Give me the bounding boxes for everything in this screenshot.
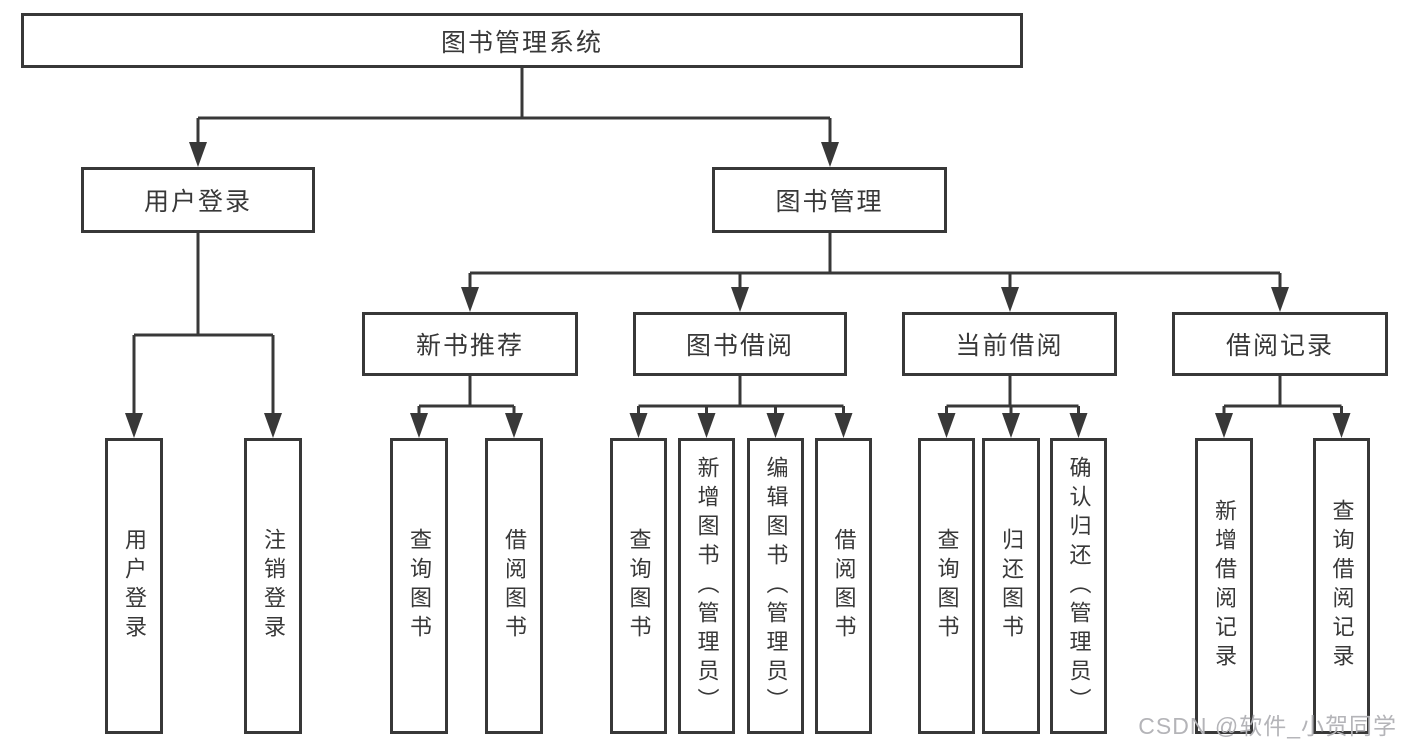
node-user-login: 用户登录 xyxy=(81,167,315,233)
leaf-return-books: 归还图书 xyxy=(982,438,1040,734)
leaf-confirm-return-admin: 确认归还（管理员） xyxy=(1050,438,1107,734)
leaf-borrow-books-borrowing-label: 借阅图书 xyxy=(831,528,857,644)
arrowhead-icon xyxy=(731,287,749,312)
leaf-borrow-books-borrowing: 借阅图书 xyxy=(815,438,872,734)
node-root: 图书管理系统 xyxy=(21,13,1023,68)
arrowhead-icon xyxy=(697,413,716,438)
arrowhead-icon xyxy=(1002,413,1020,438)
arrowhead-icon xyxy=(834,413,853,438)
leaf-user-login-label: 用户登录 xyxy=(122,528,147,644)
arrowhead-icon xyxy=(1215,413,1233,438)
arrowhead-icon xyxy=(821,142,839,167)
leaf-query-books-current-label: 查询图书 xyxy=(934,528,960,644)
leaf-confirm-return-admin-label: 确认归还（管理员） xyxy=(1066,455,1092,717)
node-borrowing-records: 借阅记录 xyxy=(1172,312,1388,376)
leaf-query-books-current: 查询图书 xyxy=(918,438,975,734)
leaf-query-borrow-record: 查询借阅记录 xyxy=(1313,438,1370,734)
arrowhead-icon xyxy=(264,413,282,438)
arrowhead-icon xyxy=(189,142,207,167)
leaf-borrow-books-recommend-label: 借阅图书 xyxy=(502,528,527,644)
leaf-query-books-borrowing-label: 查询图书 xyxy=(626,528,652,644)
node-root-label: 图书管理系统 xyxy=(440,28,603,57)
leaf-query-books-borrowing: 查询图书 xyxy=(610,438,667,734)
leaf-logout-label: 注销登录 xyxy=(261,528,286,644)
node-new-book-recommendation-label: 新书推荐 xyxy=(415,332,524,360)
node-current-borrowing: 当前借阅 xyxy=(902,312,1117,376)
arrowhead-icon xyxy=(629,413,648,438)
node-new-book-recommendation: 新书推荐 xyxy=(362,312,578,376)
leaf-query-books-recommend-label: 查询图书 xyxy=(407,528,432,644)
node-borrowing-records-label: 借阅记录 xyxy=(1225,332,1334,360)
leaf-borrow-books-recommend: 借阅图书 xyxy=(485,438,543,734)
node-user-login-label: 用户登录 xyxy=(143,188,252,216)
leaf-edit-books-admin-label: 编辑图书（管理员） xyxy=(763,455,789,717)
node-book-management: 图书管理 xyxy=(712,167,947,233)
node-current-borrowing-label: 当前借阅 xyxy=(955,332,1064,360)
leaf-add-books-admin: 新增图书（管理员） xyxy=(678,438,735,734)
arrowhead-icon xyxy=(937,413,956,438)
node-book-borrowing-label: 图书借阅 xyxy=(685,332,794,360)
leaf-edit-books-admin: 编辑图书（管理员） xyxy=(747,438,804,734)
arrowhead-icon xyxy=(1332,413,1351,438)
arrowhead-icon xyxy=(461,287,479,312)
arrowhead-icon xyxy=(125,413,143,438)
leaf-add-borrow-record: 新增借阅记录 xyxy=(1195,438,1253,734)
arrowhead-icon xyxy=(1001,287,1019,312)
arrowhead-icon xyxy=(1271,287,1289,312)
leaf-query-books-recommend: 查询图书 xyxy=(390,438,448,734)
arrowhead-icon xyxy=(766,413,785,438)
watermark: CSDN @软件_小贺同学 xyxy=(1138,713,1397,739)
leaf-add-borrow-record-label: 新增借阅记录 xyxy=(1212,499,1237,673)
arrowhead-icon xyxy=(410,413,428,438)
arrowhead-icon xyxy=(1069,413,1088,438)
leaf-logout: 注销登录 xyxy=(244,438,302,734)
leaf-query-borrow-record-label: 查询借阅记录 xyxy=(1329,499,1355,673)
leaf-return-books-label: 归还图书 xyxy=(999,528,1024,644)
node-book-borrowing: 图书借阅 xyxy=(633,312,847,376)
arrowhead-icon xyxy=(505,413,523,438)
leaf-user-login: 用户登录 xyxy=(105,438,163,734)
node-book-management-label: 图书管理 xyxy=(775,188,884,216)
leaf-add-books-admin-label: 新增图书（管理员） xyxy=(694,455,720,717)
